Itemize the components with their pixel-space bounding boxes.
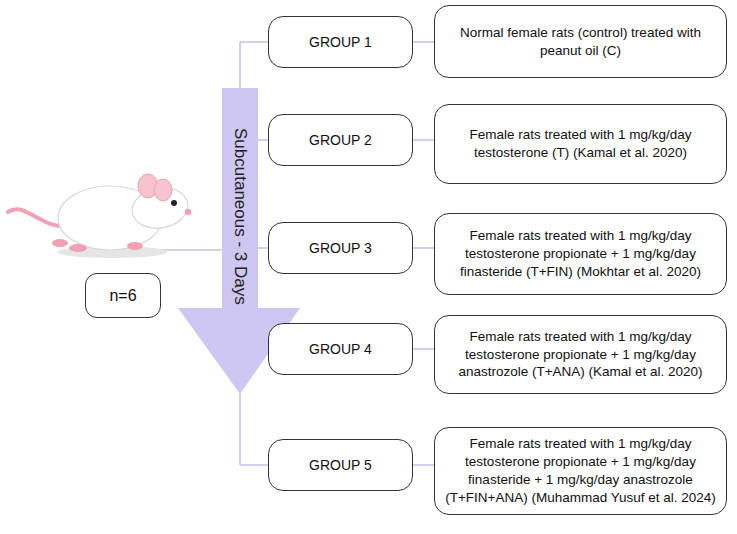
box-label: GROUP 3 <box>309 240 372 256</box>
connector-line <box>413 465 434 466</box>
box-label: Normal female rats (control) treated wit… <box>445 24 716 60</box>
arrow-label: Subcutaneous - 3 Days <box>228 128 252 305</box>
box-label: GROUP 1 <box>309 34 372 50</box>
sample-size-box: n=6 <box>85 273 161 318</box>
treatment-box: Female rats treated with 1 mg/kg/day tes… <box>434 315 727 394</box>
connector-line <box>413 349 434 350</box>
treatment-box: Female rats treated with 1 mg/kg/day tes… <box>434 213 727 295</box>
branch-line <box>240 464 268 466</box>
connector-line <box>413 42 434 43</box>
group-box: GROUP 1 <box>268 16 413 68</box>
box-label: Female rats treated with 1 mg/kg/day tes… <box>445 328 716 381</box>
treatment-box: Normal female rats (control) treated wit… <box>434 5 727 78</box>
connector-line <box>413 248 434 249</box>
group-box: GROUP 3 <box>268 222 413 274</box>
box-label: GROUP 4 <box>309 341 372 357</box>
connector-line <box>413 140 434 141</box>
box-label: Female rats treated with 1 mg/kg/day tes… <box>445 126 716 162</box>
box-label: GROUP 2 <box>309 132 372 148</box>
box-label: Female rats treated with 1 mg/kg/day tes… <box>445 435 716 506</box>
rat-illustration <box>8 174 191 258</box>
box-label: n=6 <box>109 287 136 305</box>
group-box: GROUP 4 <box>268 323 413 375</box>
treatment-box: Female rats treated with 1 mg/kg/day tes… <box>434 427 727 515</box>
group-box: GROUP 2 <box>268 114 413 166</box>
branch-line <box>240 41 268 43</box>
box-label: GROUP 5 <box>309 457 372 473</box>
group-box: GROUP 5 <box>268 439 413 491</box>
treatment-box: Female rats treated with 1 mg/kg/day tes… <box>434 104 727 184</box>
box-label: Female rats treated with 1 mg/kg/day tes… <box>445 227 716 280</box>
